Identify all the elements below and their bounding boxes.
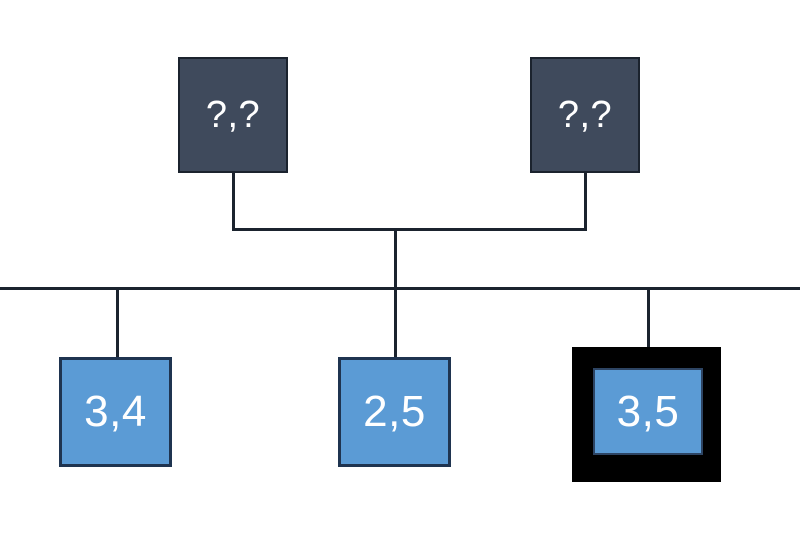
node-child-3[interactable]: 3,5 [593,368,703,455]
connector-descent-stem [394,228,397,290]
connector-sibling-bar [0,287,800,290]
node-parent-left[interactable]: ?,? [178,57,288,173]
node-child-2[interactable]: 2,5 [338,357,451,467]
node-parent-right[interactable]: ?,? [530,57,640,173]
connector-drop-child-1 [116,288,119,358]
connector-parent-right-stem [584,173,587,230]
node-parent-right-label: ?,? [557,94,613,136]
connector-parent-left-stem [232,173,235,230]
node-child-3-highlight-frame: 3,5 [572,347,721,482]
node-child-3-label: 3,5 [616,386,680,436]
connector-drop-child-2 [394,288,397,358]
node-child-1-label: 3,4 [84,387,147,436]
node-child-1[interactable]: 3,4 [59,357,172,467]
node-parent-left-label: ?,? [205,94,261,136]
connector-drop-child-3 [647,288,650,348]
connector-marriage-bar [232,228,587,231]
node-child-2-label: 2,5 [363,387,426,436]
